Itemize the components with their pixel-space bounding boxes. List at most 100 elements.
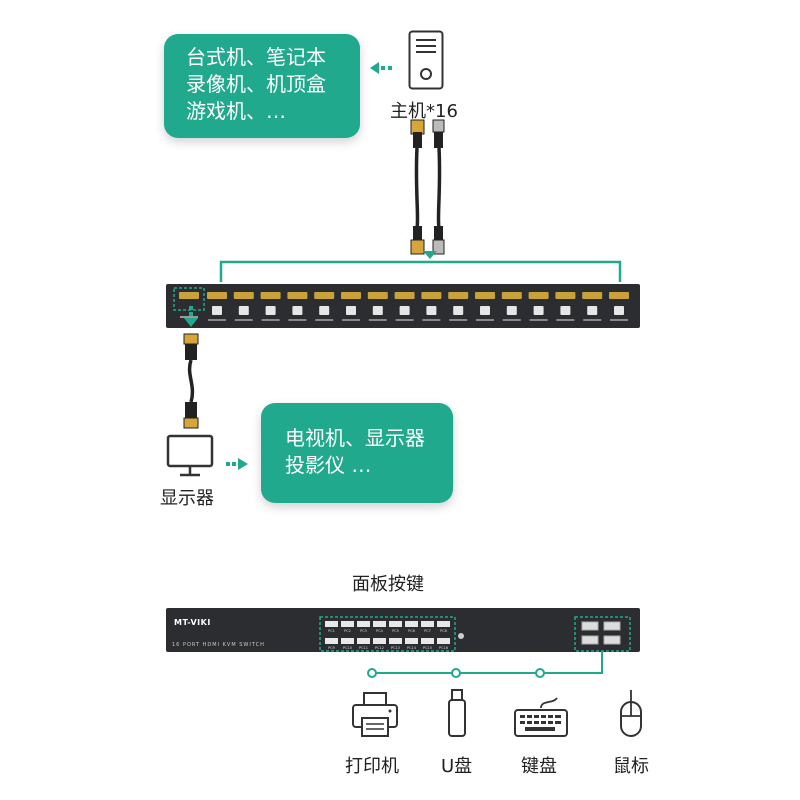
usb-b-port: [292, 306, 303, 315]
port-label-mark: [208, 319, 226, 321]
hdmi-in-port: [367, 292, 388, 299]
pc-button-label: PC14: [407, 646, 417, 650]
brand-logo: MT-VIKI: [174, 618, 211, 627]
peripheral-label-mouse: 鼠标: [613, 756, 649, 777]
usb-b-port: [319, 306, 330, 315]
pc-select-button[interactable]: [341, 621, 354, 627]
display-line-1: 电视机、显示器: [285, 426, 425, 450]
port-label-mark: [529, 319, 548, 321]
pc-button-label: PC12: [375, 646, 384, 650]
pc-select-button[interactable]: [373, 638, 386, 644]
hdmi-in-port: [233, 292, 254, 299]
usb-b-port: [506, 306, 517, 315]
pc-select-button[interactable]: [437, 638, 450, 644]
source-line-2: 录像机、机顶盒: [186, 72, 326, 96]
port-label-mark: [610, 319, 628, 321]
kvm-cable-icon: [410, 119, 445, 255]
usb-b-port: [587, 306, 598, 315]
hdmi-in-port: [260, 292, 281, 299]
usb-b-port: [212, 306, 222, 315]
pc-button-label: PC1: [328, 629, 335, 633]
port-label-mark: [288, 319, 307, 321]
hdmi-in-port: [448, 292, 469, 299]
hdmi-in-port: [475, 292, 495, 299]
pc-select-button[interactable]: [421, 621, 434, 627]
printer-icon: [352, 692, 398, 737]
pc-button-label: PC8: [440, 629, 447, 633]
peripheral-label-printer: 打印机: [345, 756, 399, 777]
source-devices-callout: 台式机、笔记本 录像机、机顶盒 游戏机、…: [164, 34, 360, 138]
monitor-icon: [166, 434, 214, 477]
usb-b-port: [614, 306, 624, 315]
pc-select-button[interactable]: [325, 621, 338, 627]
port-label-mark: [476, 319, 494, 321]
mouse-icon: [620, 689, 642, 737]
hdmi-in-port: [609, 292, 629, 299]
peripheral-connector-dots: [367, 668, 545, 678]
pc-select-button[interactable]: [421, 638, 434, 644]
pc-select-button[interactable]: [389, 638, 402, 644]
pc-select-button[interactable]: [357, 621, 370, 627]
pc-select-button[interactable]: [357, 638, 370, 644]
display-devices-callout: 电视机、显示器 投影仪 …: [261, 403, 453, 503]
pc-select-button[interactable]: [405, 638, 418, 644]
pc-button-label: PC5: [392, 629, 399, 633]
host-label: 主机*16: [390, 101, 458, 122]
pc-button-label: PC9: [328, 646, 335, 650]
hdmi-in-port: [555, 292, 576, 299]
usb-b-port: [372, 306, 383, 315]
display-line-2: 投影仪 …: [285, 453, 372, 477]
pc-button-label: PC11: [359, 646, 368, 650]
source-line-3: 游戏机、…: [186, 99, 286, 123]
port-label-mark: [315, 319, 334, 321]
hdmi-in-port: [287, 292, 308, 299]
peripheral-label-usb: U盘: [441, 756, 473, 777]
pc-select-button[interactable]: [325, 638, 338, 644]
hdmi-in-port: [501, 292, 522, 299]
hdmi-in-port: [582, 292, 603, 299]
usb-b-port: [560, 306, 571, 315]
arrow-left-icon: [370, 62, 392, 74]
pc-button-label: PC16: [439, 646, 448, 650]
usb-drive-icon: [448, 689, 466, 737]
port-label-mark: [395, 319, 414, 321]
pc-select-button[interactable]: [389, 621, 402, 627]
front-panel-title: 面板按键: [352, 574, 424, 595]
peripheral-label-keyboard: 键盘: [521, 756, 557, 777]
pc-button-label: PC13: [391, 646, 400, 650]
arrow-down-icon: [184, 306, 198, 327]
port-label-mark: [449, 319, 468, 321]
port-label-mark: [583, 319, 602, 321]
pc-button-label: PC4: [376, 629, 384, 633]
pc-button-label: PC3: [360, 629, 367, 633]
port-label-mark: [502, 319, 521, 321]
port-label-mark: [368, 319, 387, 321]
usb-b-port: [453, 306, 464, 315]
pc-button-label: PC15: [423, 646, 432, 650]
pc-select-button[interactable]: [437, 621, 450, 627]
hdmi-cable-icon: [183, 333, 199, 429]
pc-button-label: PC2: [344, 629, 351, 633]
pc-select-button[interactable]: [405, 621, 418, 627]
usb-b-port: [265, 306, 276, 315]
hdmi-in-port: [314, 292, 335, 299]
port-label-mark: [422, 319, 441, 321]
power-led-icon: [458, 633, 464, 639]
pc-select-button[interactable]: [341, 638, 354, 644]
pc-button-label: PC6: [408, 629, 415, 633]
pc-button-label: PC7: [424, 629, 431, 633]
port-label-mark: [342, 319, 360, 321]
hdmi-in-port: [421, 292, 442, 299]
source-line-1: 台式机、笔记本: [186, 45, 326, 69]
hdmi-in-port: [528, 292, 549, 299]
usb-b-port: [399, 306, 410, 315]
pc-select-button[interactable]: [373, 621, 386, 627]
usb-b-port: [426, 306, 437, 315]
pc-button-label: PC10: [343, 646, 352, 650]
usb-b-port: [346, 306, 356, 315]
pc-tower-icon: [408, 30, 444, 90]
display-label: 显示器: [160, 488, 214, 509]
